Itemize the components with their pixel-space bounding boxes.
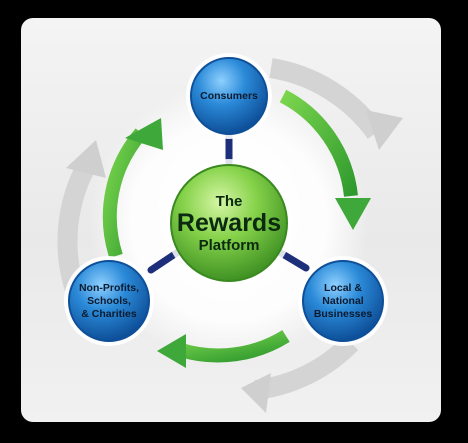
green-cycle	[102, 89, 358, 363]
green-arrow-arc-left	[102, 128, 147, 259]
top-node-circle	[190, 57, 268, 135]
green-arrowhead-bottom	[157, 334, 186, 368]
green-arrowhead-right	[335, 198, 371, 230]
diagram-panel: The Rewards Platform Consumers Local & N…	[21, 18, 441, 422]
gray-arrow-arc-top-right	[269, 58, 385, 139]
rewards-cycle-diagram	[57, 53, 403, 413]
gray-arrowhead-left	[66, 140, 106, 178]
green-arrowhead-left	[125, 118, 163, 150]
gray-arrowhead-bottom	[241, 373, 271, 413]
center-circle	[170, 164, 288, 282]
green-arrow-arc-bottom	[178, 329, 290, 363]
gray-arrowhead-right	[366, 110, 403, 150]
left-node-circle	[68, 260, 150, 342]
green-arrow-arc-right	[279, 89, 358, 197]
right-node-circle	[302, 260, 384, 342]
